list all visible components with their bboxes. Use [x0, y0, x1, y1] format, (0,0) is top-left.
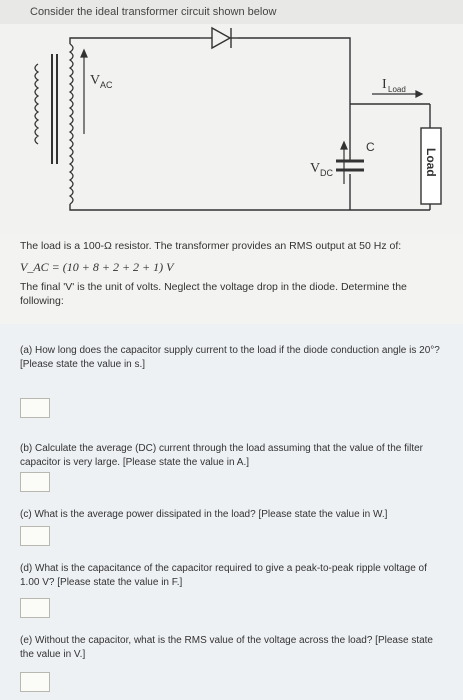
load-resistor — [420, 127, 442, 205]
circuit-wires — [69, 37, 431, 211]
answer-b-input[interactable] — [20, 472, 50, 492]
question-d-text: (d) What is the capacitance of the capac… — [20, 563, 427, 588]
vdc-sub: DC — [320, 168, 333, 178]
problem-formula: V_AC = (10 + 8 + 2 + 2 + 1) V — [20, 259, 174, 274]
answer-a-input[interactable] — [20, 398, 50, 418]
question-a: (a) How long does the capacitor supply c… — [0, 324, 463, 436]
answer-e-input[interactable] — [20, 672, 50, 692]
question-b-text: (b) Calculate the average (DC) current t… — [20, 443, 423, 468]
answer-c-input[interactable] — [20, 526, 50, 546]
answer-d-input[interactable] — [20, 598, 50, 618]
vac-label: V — [90, 73, 100, 88]
vac-arrow — [80, 48, 88, 134]
problem-line-1: The load is a 100-Ω resistor. The transf… — [20, 240, 402, 252]
question-d: (d) What is the capacitance of the capac… — [0, 552, 463, 624]
vdc-arrow — [340, 140, 348, 184]
capacitor-label: C — [366, 140, 375, 154]
question-c: (c) What is the average power dissipated… — [0, 502, 463, 552]
header-title: Consider the ideal transformer circuit s… — [30, 6, 277, 18]
vdc-label: V — [310, 161, 320, 176]
circuit-diagram: V AC I Load C V DC Load — [0, 24, 463, 234]
transformer-primary-coil — [34, 63, 40, 145]
load-label: Load — [424, 148, 438, 177]
question-header: Consider the ideal transformer circuit s… — [0, 0, 463, 24]
problem-statement: The load is a 100-Ω resistor. The transf… — [0, 234, 463, 324]
vac-sub: AC — [100, 80, 113, 90]
question-e-text: (e) Without the capacitor, what is the R… — [20, 635, 433, 660]
iload-arrow — [372, 90, 424, 98]
circuit-svg: V AC I Load C V DC Load — [34, 26, 442, 211]
transformer-core — [51, 54, 58, 164]
iload-label: I — [382, 77, 387, 92]
diode — [200, 26, 238, 50]
question-c-text: (c) What is the average power dissipated… — [20, 509, 388, 520]
question-e: (e) Without the capacitor, what is the R… — [0, 624, 463, 700]
question-a-text: (a) How long does the capacitor supply c… — [20, 345, 440, 370]
capacitor — [336, 159, 364, 172]
iload-sub: Load — [388, 85, 406, 94]
transformer-secondary-coil — [68, 43, 74, 205]
problem-line-2: The final 'V' is the unit of volts. Negl… — [20, 281, 407, 307]
question-b: (b) Calculate the average (DC) current t… — [0, 436, 463, 502]
